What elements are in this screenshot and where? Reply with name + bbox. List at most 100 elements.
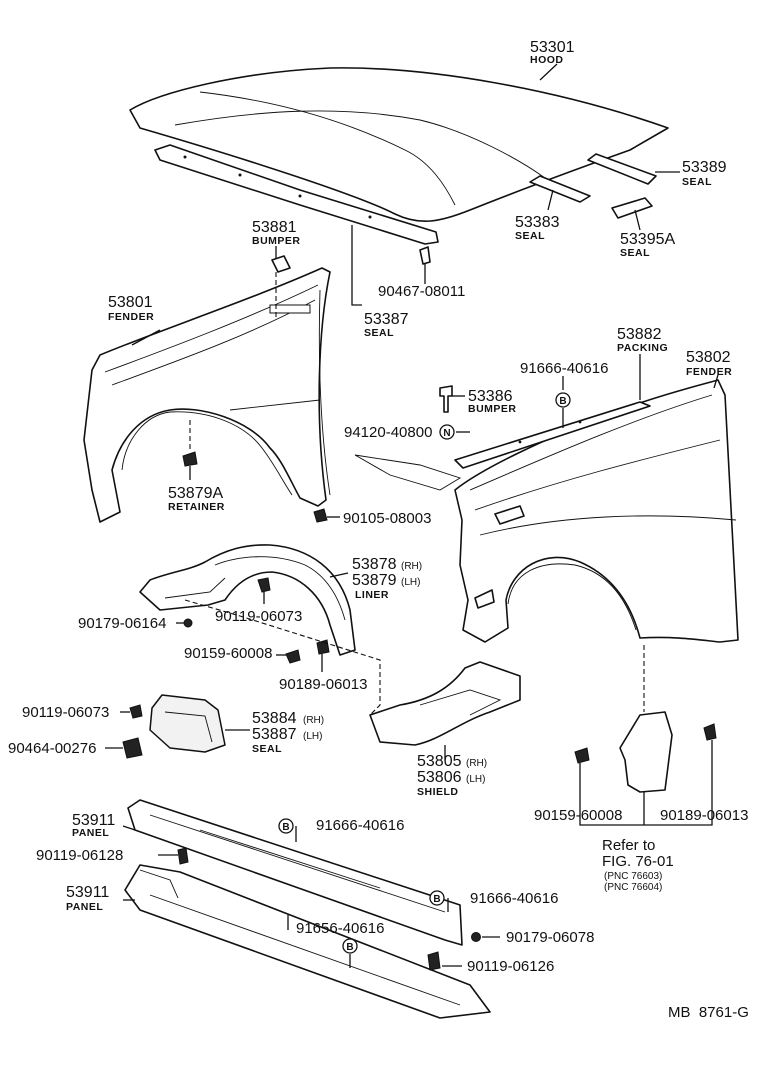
label-seal-53395a-number: 53395A	[620, 231, 675, 248]
label-clip-90189-b-number: 90189-06013	[660, 807, 748, 824]
reference-line-1: Refer to	[602, 837, 655, 854]
label-shield-name: SHIELD	[417, 786, 459, 798]
label-seal-53887-lh-number: 53887	[252, 726, 297, 743]
label-nut-90179-06164-number: 90179-06164	[78, 615, 166, 632]
mudflap-part	[619, 711, 673, 793]
label-screw-90159-b-number: 90159-60008	[534, 807, 622, 824]
label-screw-91666-a-number: 91666-40616	[520, 360, 608, 377]
label-liner-lh-number: 53879	[352, 572, 397, 589]
screw-90159-60008-b-part	[574, 747, 590, 764]
label-bolt-90119-06128-number: 90119-06128	[36, 847, 123, 864]
seal-53395a-part	[611, 197, 653, 219]
nut-90179-06078-part	[471, 932, 481, 942]
seal-53884-part	[149, 694, 226, 753]
label-clip-90189-a-number: 90189-06013	[279, 676, 367, 693]
svg-text:N: N	[443, 428, 450, 439]
fender-53802-part	[354, 379, 739, 643]
bumper-53386-part	[439, 385, 453, 413]
seal-53389-part	[587, 153, 657, 185]
badge-b-icon: B	[278, 818, 294, 834]
label-shield-rh-tag: (RH)	[466, 758, 487, 769]
label-bumper-53881-name: BUMPER	[252, 235, 301, 247]
label-retainer-53879a-name: RETAINER	[168, 501, 225, 513]
shield-part	[369, 661, 521, 746]
reference-line-3: (PNC 76603)	[604, 871, 662, 882]
bolt-90119-06073-b-part	[129, 704, 143, 719]
reference-line-2: FIG. 76-01	[602, 853, 674, 870]
label-screw-91656-number: 91656-40616	[296, 920, 384, 937]
label-seal-53389-number: 53389	[682, 159, 727, 176]
svg-text:B: B	[346, 942, 353, 953]
label-clip-90105-number: 90105-08003	[343, 510, 431, 527]
label-fender-53802-number: 53802	[686, 349, 731, 366]
label-bolt-90119-06073-b-number: 90119-06073	[22, 704, 109, 721]
label-shield-lh-tag: (LH)	[466, 774, 485, 785]
bolt-90119-06126-part	[427, 951, 441, 971]
label-liner-rh-tag: (RH)	[401, 561, 422, 572]
clip-90467-part	[419, 246, 431, 265]
label-packing-53882-number: 53882	[617, 326, 662, 343]
screw-90159-60008-a-part	[285, 649, 301, 664]
retainer-53879a-part	[182, 451, 198, 467]
label-liner-name: LINER	[355, 589, 389, 601]
label-hood-name: HOOD	[530, 54, 564, 66]
label-seal-53887-lh-tag: (LH)	[303, 731, 322, 742]
label-seal-53884-rh-number: 53884	[252, 710, 297, 727]
label-liner-rh-number: 53878	[352, 556, 397, 573]
label-clip-90467-number: 90467-08011	[378, 283, 465, 300]
label-bumper-53386-number: 53386	[468, 388, 513, 405]
label-nut-94120-number: 94120-40800	[344, 424, 432, 441]
svg-text:B: B	[433, 894, 440, 905]
label-panel-upper-name: PANEL	[72, 827, 109, 839]
label-seal-53383-name: SEAL	[515, 230, 545, 242]
bolt-90119-06073-a-part	[257, 577, 271, 593]
label-bolt-90119-06126-number: 90119-06126	[467, 958, 554, 975]
label-fender-53802-name: FENDER	[686, 366, 732, 378]
label-fender-53801-name: FENDER	[108, 311, 154, 323]
bumper-53881-part	[271, 255, 291, 273]
clip-90105-part	[313, 508, 328, 523]
label-seal-53387-name: SEAL	[364, 327, 394, 339]
packing-53882-part	[454, 401, 651, 469]
label-bumper-53386-name: BUMPER	[468, 403, 517, 415]
hood-front-seal-part	[154, 144, 439, 245]
label-seal-53884-rh-tag: (RH)	[303, 715, 324, 726]
fender-53801-part	[83, 267, 331, 523]
footer-code: MB 8761-G	[668, 1004, 749, 1021]
svg-text:B: B	[559, 396, 566, 407]
label-fender-53801-number: 53801	[108, 294, 153, 311]
label-shield-rh-number: 53805	[417, 753, 462, 770]
label-bolt-90119-06073-a-number: 90119-06073	[215, 608, 302, 625]
nut-90179-06164-part	[183, 618, 193, 628]
label-panel-lower-number: 53911	[66, 884, 109, 901]
label-seal-53383-number: 53383	[515, 214, 560, 231]
label-seal-53395a-name: SEAL	[620, 247, 650, 259]
badge-n-icon: N	[439, 424, 455, 440]
reference-line-4: (PNC 76604)	[604, 882, 662, 893]
clip-90464-00276-part	[122, 737, 143, 759]
label-panel-lower-name: PANEL	[66, 901, 103, 913]
label-seal-53387-number: 53387	[364, 311, 409, 328]
badge-b-icon: B	[342, 938, 358, 954]
label-seal-53389-name: SEAL	[682, 176, 712, 188]
label-shield-lh-number: 53806	[417, 769, 462, 786]
svg-text:B: B	[282, 822, 289, 833]
label-bumper-53881-number: 53881	[252, 219, 297, 236]
label-seal-53884-name: SEAL	[252, 743, 282, 755]
panel-lower-part	[124, 864, 491, 1019]
label-screw-91666-b-number: 91666-40616	[316, 817, 404, 834]
badge-b-icon: B	[555, 392, 571, 408]
seal-53383-part	[529, 175, 591, 203]
clip-90189-06013-b-part	[703, 723, 717, 741]
label-screw-91666-c-number: 91666-40616	[470, 890, 558, 907]
label-retainer-53879a-number: 53879A	[168, 485, 223, 502]
label-nut-90179-06078-number: 90179-06078	[506, 929, 594, 946]
label-screw-90159-a-number: 90159-60008	[184, 645, 272, 662]
badge-b-icon: B	[429, 890, 445, 906]
label-clip-90464-number: 90464-00276	[8, 740, 96, 757]
label-packing-53882-name: PACKING	[617, 342, 668, 354]
liner-part	[139, 544, 356, 656]
label-hood-number: 53301	[530, 39, 575, 56]
label-panel-upper-number: 53911	[72, 812, 115, 829]
